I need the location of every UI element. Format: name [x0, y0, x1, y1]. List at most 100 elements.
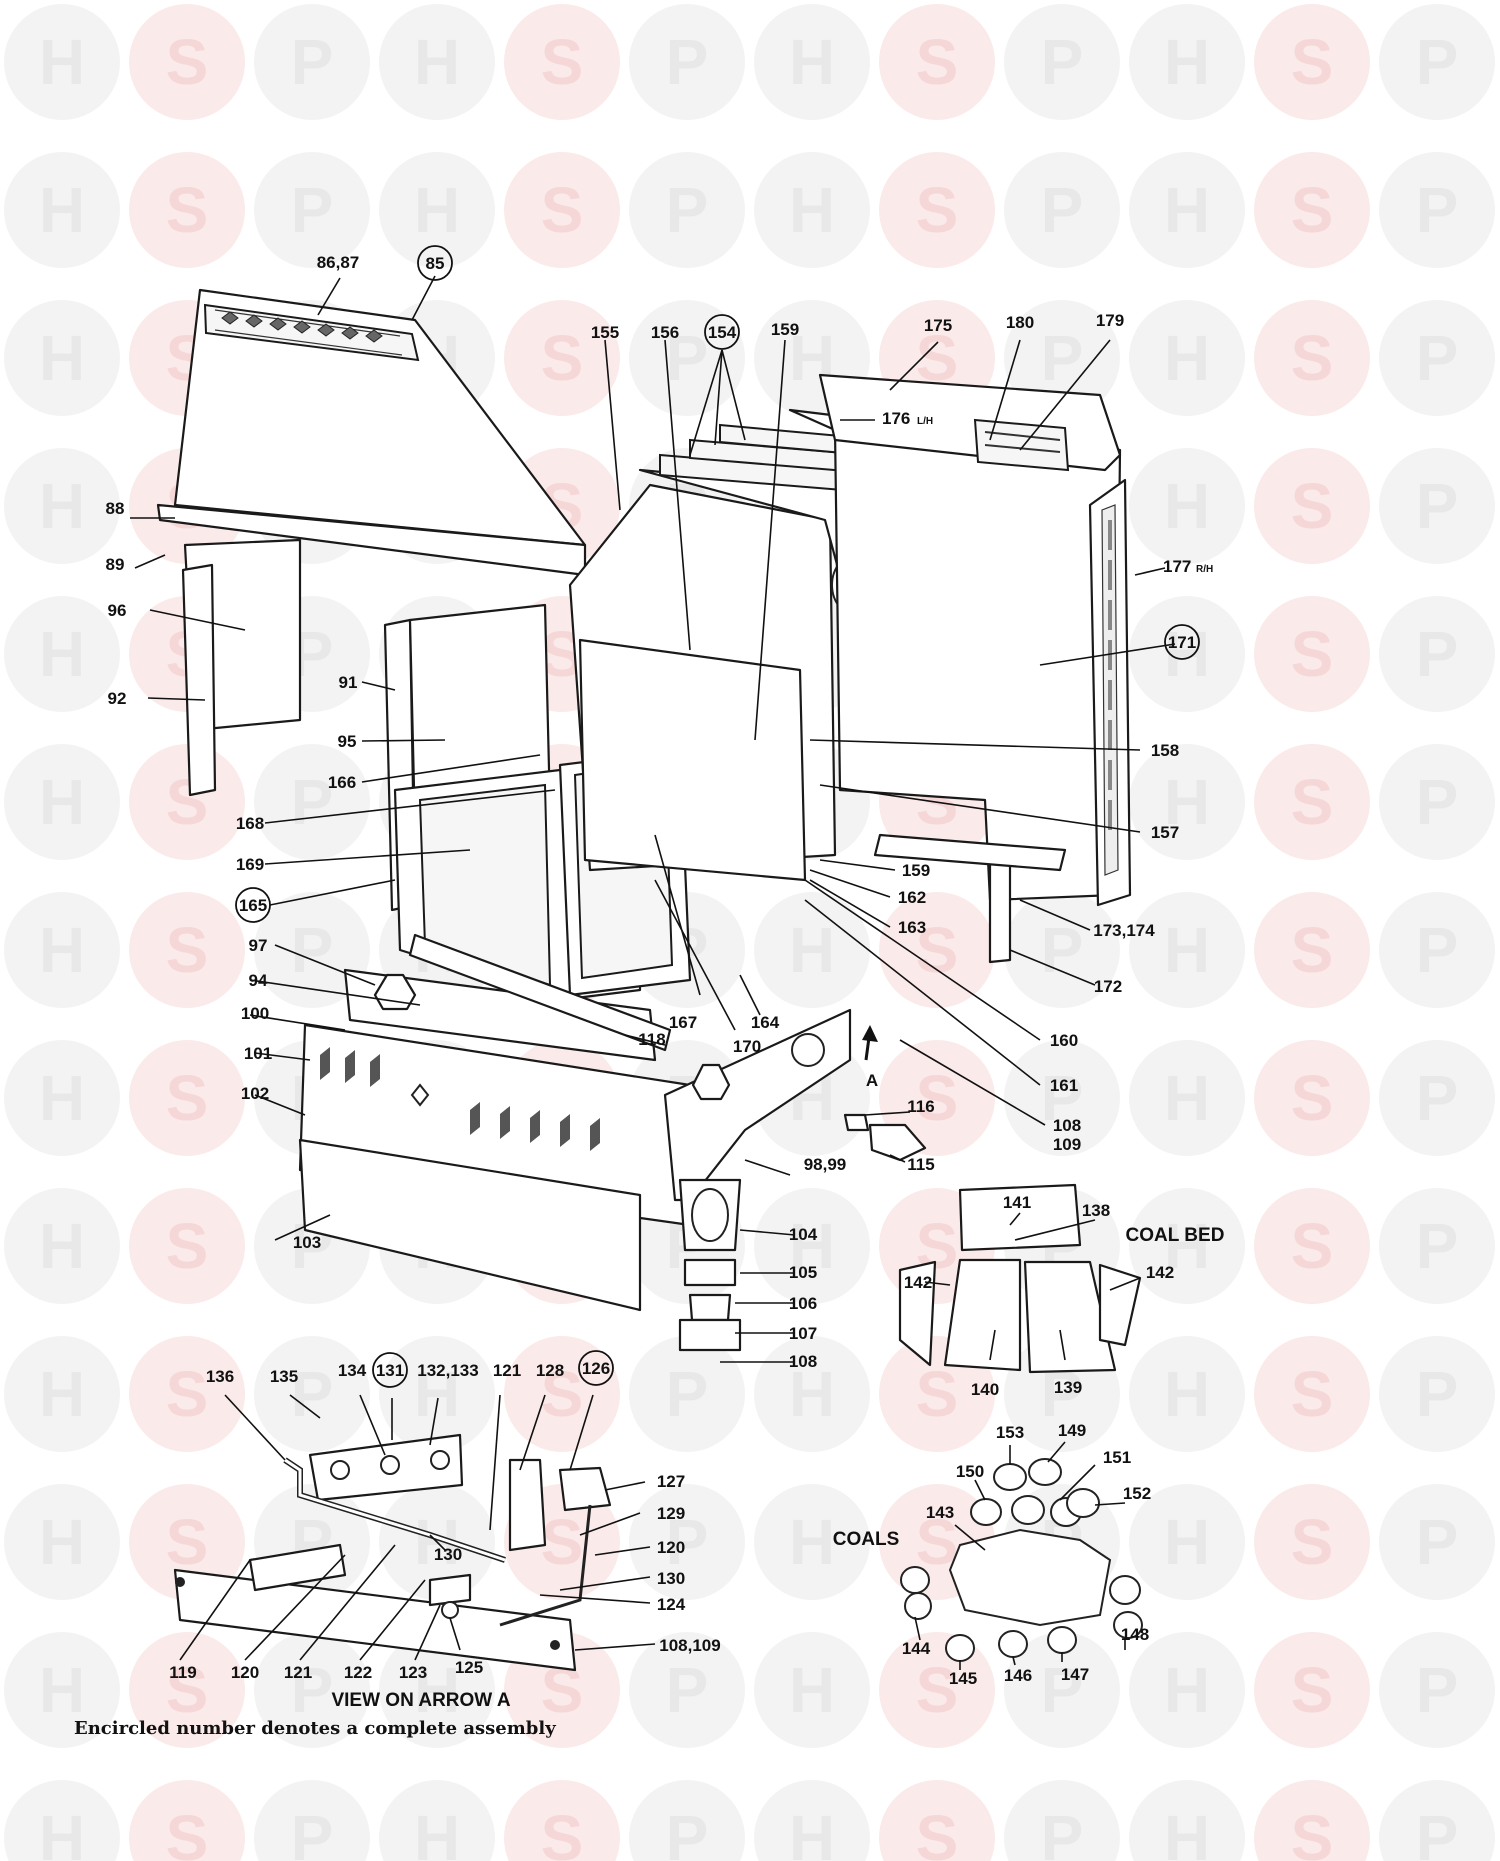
- watermark-letter: S: [1291, 1062, 1334, 1134]
- label-144: 144: [902, 1639, 931, 1658]
- watermark-letter: S: [1291, 618, 1334, 690]
- watermark-circle: [504, 1780, 620, 1861]
- watermark-letter: S: [916, 174, 959, 246]
- watermark-letter: H: [39, 766, 85, 838]
- watermark-circle: [1004, 152, 1120, 268]
- label-125: 125: [455, 1658, 483, 1677]
- watermark-circle: [1379, 1336, 1495, 1452]
- label-169: 169: [236, 855, 264, 874]
- label-89: 89: [106, 555, 125, 574]
- assembly-circle-171: [1164, 624, 1200, 660]
- watermark-circle: [4, 1040, 120, 1156]
- coals: [900, 1458, 1143, 1662]
- watermark-circle: [1129, 448, 1245, 564]
- label-arrow-a: A: [866, 1071, 878, 1090]
- watermark-letter: P: [1416, 1062, 1459, 1134]
- back-casing-171: [788, 408, 1122, 902]
- label-134: 134: [338, 1361, 367, 1380]
- label-123: 123: [399, 1663, 427, 1682]
- watermark-letter: H: [1164, 1210, 1210, 1282]
- canopy-hood: [173, 288, 587, 547]
- watermark-circle: [254, 892, 370, 1008]
- label-151: 151: [1103, 1448, 1131, 1467]
- label-159-top: 159: [771, 320, 799, 339]
- watermark-letter: H: [414, 1358, 460, 1430]
- label-170: 170: [733, 1037, 761, 1056]
- watermark-letter: P: [1416, 1802, 1459, 1861]
- assembly-circle-126: [578, 1350, 614, 1386]
- watermark-letter: P: [1041, 1654, 1084, 1726]
- watermark-letter: H: [414, 1802, 460, 1861]
- watermark-circle: [254, 1336, 370, 1452]
- watermark-circle: [879, 152, 995, 268]
- watermark-circle: [754, 152, 870, 268]
- watermark-circle: [1379, 744, 1495, 860]
- label-176: 176: [882, 409, 910, 428]
- label-107: 107: [789, 1324, 817, 1343]
- label-165: 165: [239, 896, 267, 915]
- watermark-letter: H: [789, 26, 835, 98]
- label-98-99: 98,99: [804, 1155, 847, 1174]
- watermark-circle: [1254, 892, 1370, 1008]
- watermark-letter: P: [1416, 322, 1459, 394]
- watermark-letter: P: [291, 914, 334, 986]
- watermark-letter: H: [414, 1654, 460, 1726]
- watermark-letter: S: [916, 1802, 959, 1861]
- watermark-letter: H: [789, 1802, 835, 1861]
- watermark-letter: H: [39, 470, 85, 542]
- label-104: 104: [789, 1225, 818, 1244]
- watermark-letter: S: [166, 1062, 209, 1134]
- watermark-circle: [4, 892, 120, 1008]
- watermark-circle: [629, 300, 745, 416]
- watermark-letter: P: [1416, 766, 1459, 838]
- footnote: Encircled number denotes a complete asse…: [74, 1718, 556, 1739]
- watermark-circle: [879, 4, 995, 120]
- side-pillar-left: [181, 563, 217, 797]
- label-85: 85: [426, 254, 445, 273]
- label-143: 143: [926, 1503, 954, 1522]
- watermark-circle: [1254, 1188, 1370, 1304]
- watermark-circle: [1379, 1484, 1495, 1600]
- label-115: 115: [907, 1155, 934, 1174]
- watermark-circle: [1129, 1040, 1245, 1156]
- watermark-letter: S: [166, 1358, 209, 1430]
- watermark-letter: H: [1164, 914, 1210, 986]
- watermark-circle: [129, 892, 245, 1008]
- watermark-circle: [4, 596, 120, 712]
- watermark-circle: [1379, 152, 1495, 268]
- watermark-letter: H: [789, 1358, 835, 1430]
- label-140: 140: [971, 1380, 999, 1399]
- label-130-right: 130: [657, 1569, 685, 1588]
- watermark-letter: H: [789, 1210, 835, 1282]
- label-173-174: 173,174: [1093, 921, 1155, 940]
- watermark-letter: P: [1416, 914, 1459, 986]
- watermark-letter: H: [39, 1062, 85, 1134]
- label-147: 147: [1061, 1665, 1089, 1684]
- watermark-circle: [379, 1336, 495, 1452]
- label-120-right: 120: [657, 1538, 685, 1557]
- watermark-circle: [4, 1336, 120, 1452]
- watermark-letter: P: [666, 322, 709, 394]
- watermark-circle: [254, 1780, 370, 1861]
- watermark-circle: [1129, 892, 1245, 1008]
- label-118: 118: [638, 1030, 665, 1049]
- view-title: VIEW ON ARROW A: [331, 1690, 510, 1711]
- burner-assembly: [173, 1433, 612, 1672]
- label-135: 135: [270, 1367, 298, 1386]
- watermark-letter: H: [789, 174, 835, 246]
- watermark-letter: S: [541, 1358, 584, 1430]
- coal-bed: [898, 1183, 1142, 1374]
- watermark-letter: P: [1041, 1062, 1084, 1134]
- watermark-letter: H: [789, 914, 835, 986]
- watermark-letter: P: [291, 766, 334, 838]
- label-157: 157: [1151, 823, 1179, 842]
- watermark-circle: [879, 892, 995, 1008]
- label-103: 103: [293, 1233, 321, 1252]
- label-139: 139: [1054, 1378, 1082, 1397]
- watermark-circle: [1129, 1632, 1245, 1748]
- watermark-letter: P: [1041, 1802, 1084, 1861]
- label-108-109: 108,109: [659, 1636, 720, 1655]
- watermark-circle: [254, 744, 370, 860]
- watermark-circle: [4, 1188, 120, 1304]
